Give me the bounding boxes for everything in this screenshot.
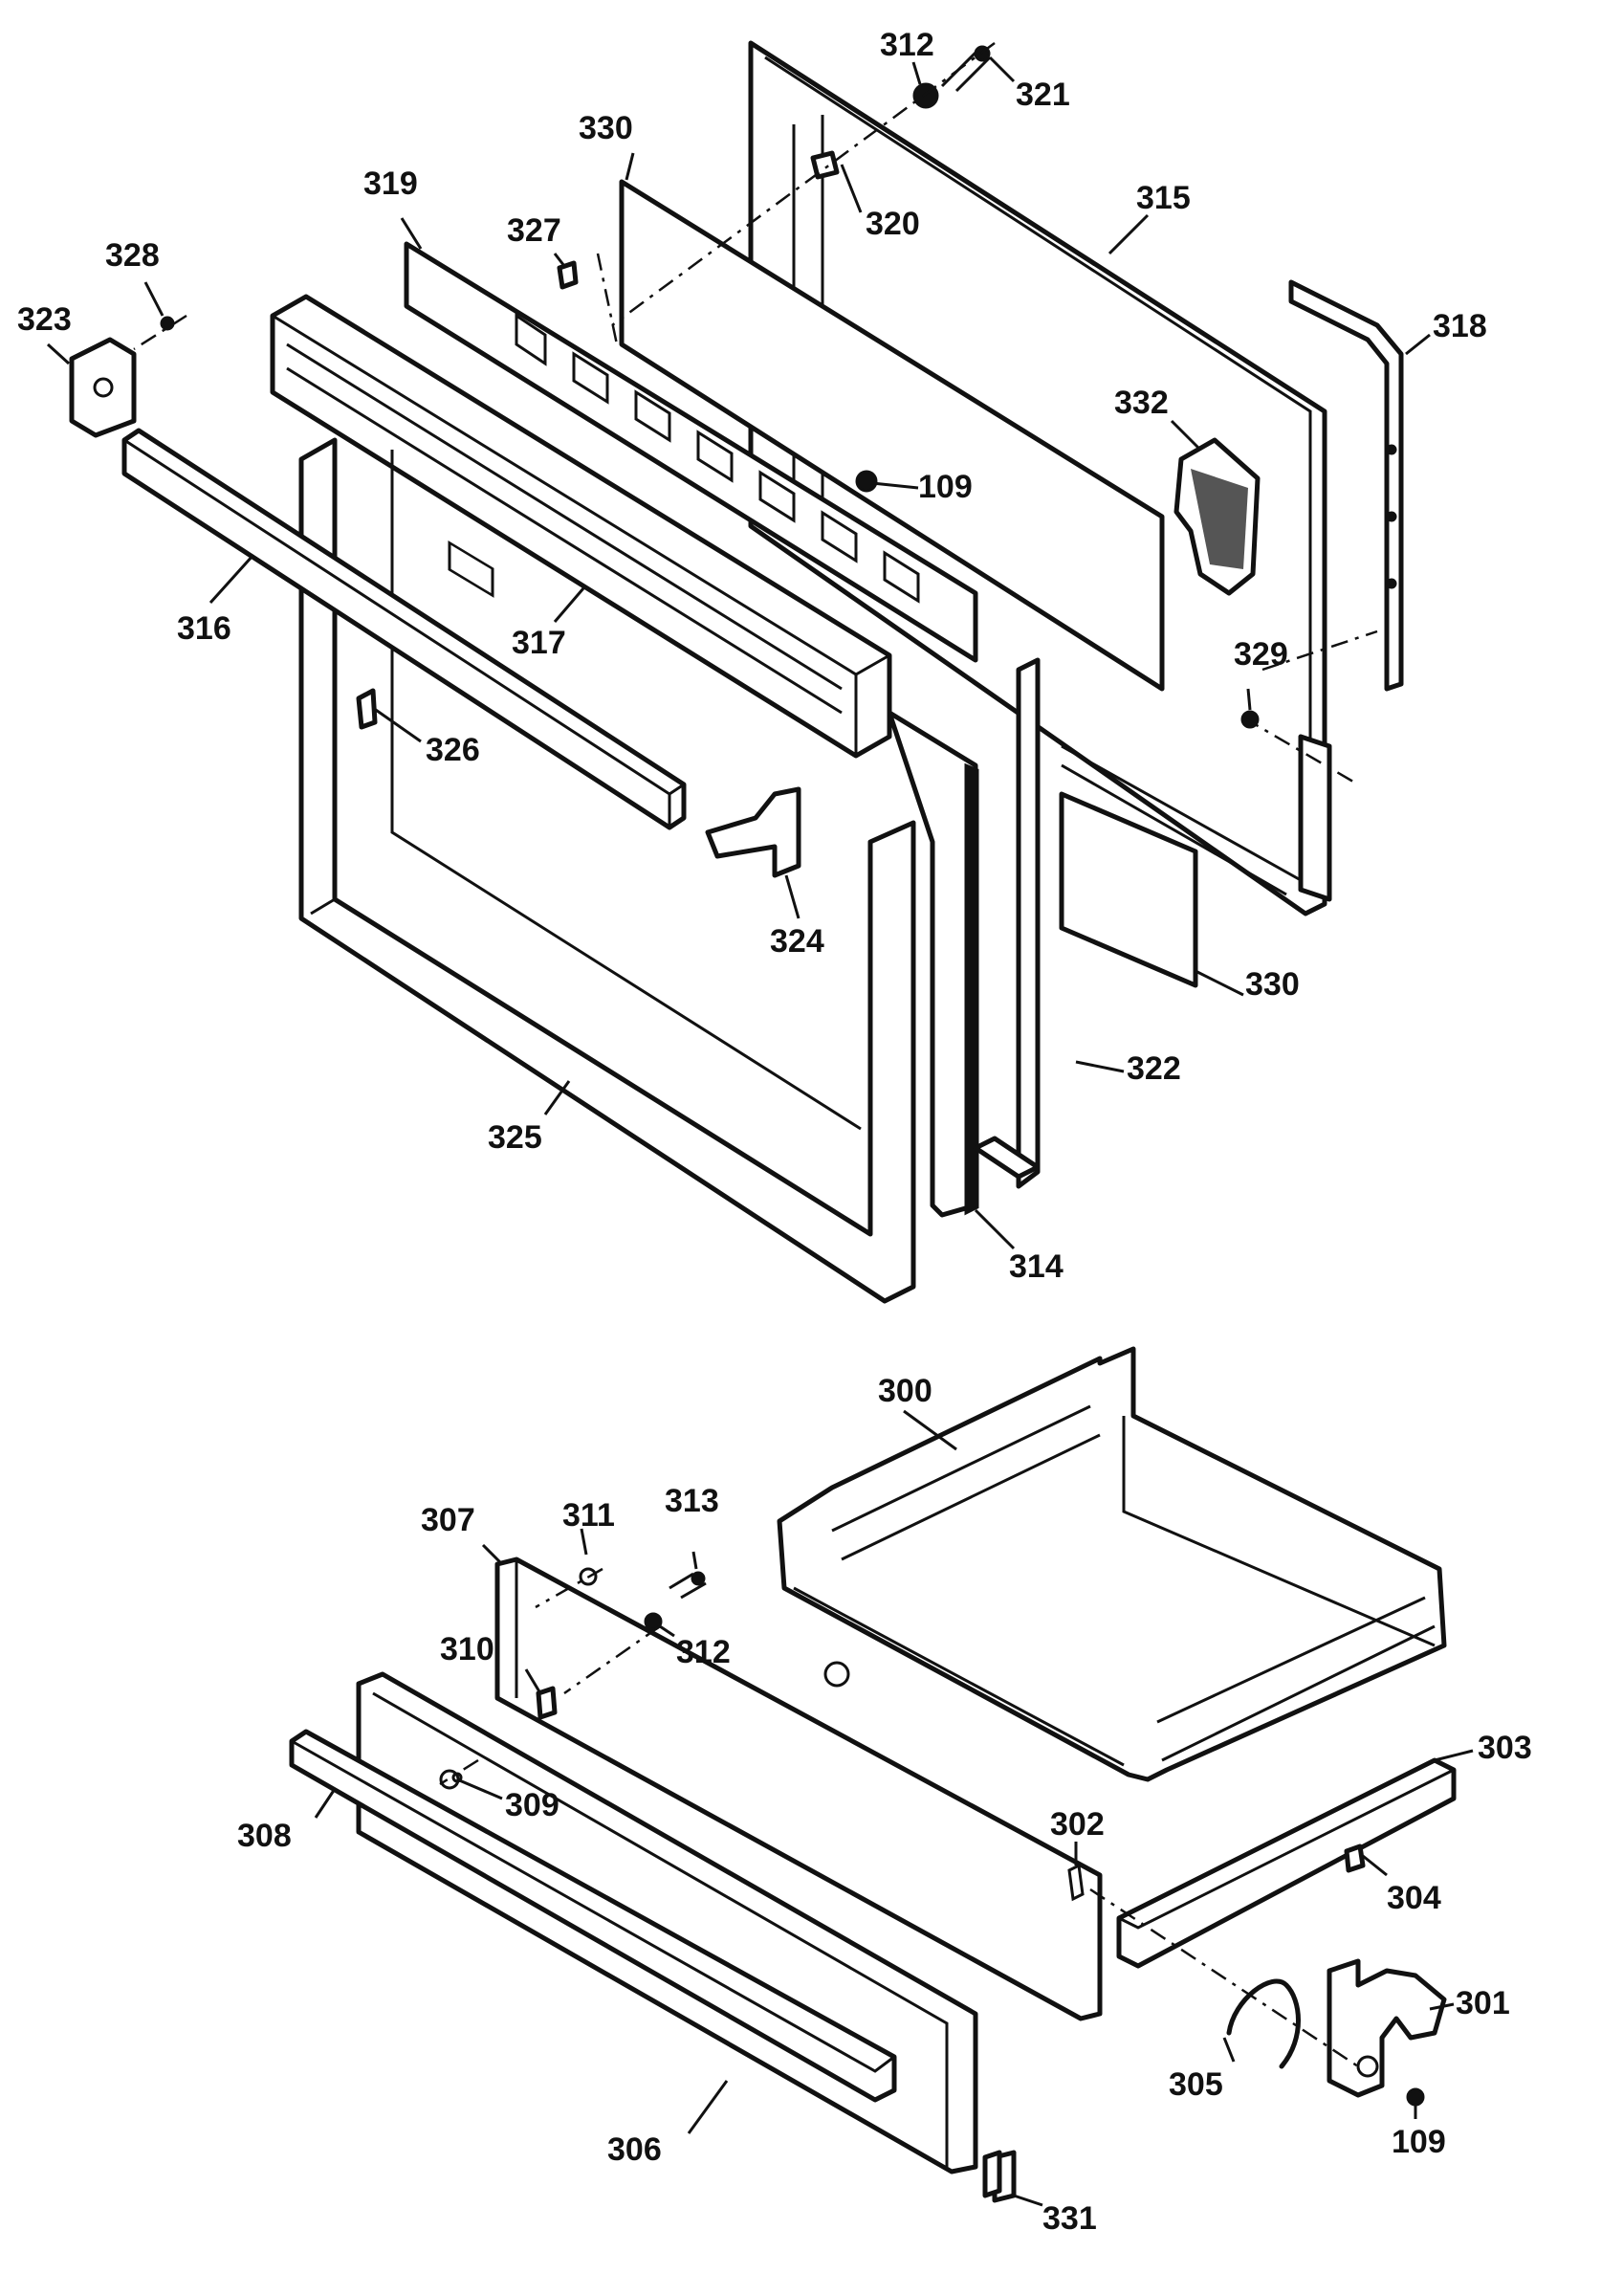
- alignment-lines-upper: [133, 41, 1378, 786]
- door-glass-upper: [619, 179, 1165, 692]
- drawer-slide-rail: [1116, 1757, 1457, 1969]
- callout-309: 309: [505, 1787, 559, 1823]
- vent-trim: [270, 294, 892, 759]
- callout-328: 328: [105, 237, 160, 274]
- callout-329: 329: [1234, 636, 1288, 673]
- callout-312-upper: 312: [880, 27, 934, 63]
- callout-318: 318: [1433, 308, 1487, 344]
- callout-324: 324: [770, 923, 824, 960]
- callout-326: 326: [426, 732, 480, 768]
- callout-304: 304: [1387, 1880, 1441, 1916]
- drawer-handle-bar: [289, 1729, 897, 2103]
- door-glass-lower: [1059, 791, 1198, 988]
- leader-lines: [46, 55, 1474, 2207]
- door-hinge-area: [1061, 734, 1332, 902]
- callout-301: 301: [1456, 1985, 1510, 2021]
- callout-325: 325: [488, 1119, 542, 1156]
- handle-end-cap: [69, 337, 137, 438]
- callout-306: 306: [607, 2131, 662, 2168]
- callout-314: 314: [1009, 1248, 1064, 1285]
- callout-311: 311: [562, 1497, 615, 1534]
- callout-302: 302: [1050, 1806, 1105, 1843]
- drawer-clip: [982, 2150, 1017, 2203]
- callout-312-lower: 312: [676, 1634, 731, 1670]
- callout-308: 308: [237, 1818, 292, 1854]
- callout-330-lower: 330: [1245, 966, 1300, 1003]
- callout-109-lower: 109: [1392, 2124, 1446, 2160]
- callout-332: 332: [1114, 385, 1169, 421]
- small-hardware: [160, 45, 1260, 730]
- callout-305: 305: [1169, 2066, 1223, 2103]
- side-trim-strip: [1288, 279, 1404, 692]
- callout-316: 316: [177, 610, 231, 647]
- callout-315: 315: [1136, 180, 1191, 216]
- callout-303: 303: [1478, 1730, 1532, 1766]
- insulation-block: [1173, 437, 1261, 596]
- door-handle-bar: [121, 428, 687, 830]
- callout-317: 317: [512, 625, 566, 661]
- callout-310: 310: [440, 1631, 494, 1667]
- small-hardware-lower: [439, 1567, 1425, 2107]
- callout-322: 322: [1127, 1050, 1181, 1087]
- drawer-body: [777, 1346, 1447, 1782]
- door-liner-frame: [298, 437, 916, 1304]
- drawer-inner-panel: [494, 1556, 1103, 2021]
- callout-109-upper: 109: [918, 469, 973, 505]
- drawer-arc-spring: [1226, 1978, 1301, 2069]
- callout-319: 319: [363, 166, 418, 202]
- callout-307: 307: [421, 1502, 475, 1538]
- door-glass-inner: [887, 710, 979, 1218]
- callout-300: 300: [878, 1373, 932, 1409]
- callout-327: 327: [507, 212, 561, 249]
- drawer-bracket: [1327, 1958, 1447, 2098]
- callout-330-upper: 330: [579, 110, 633, 146]
- vent-baffle: [404, 241, 978, 663]
- callout-320: 320: [866, 206, 920, 242]
- callout-313: 313: [665, 1483, 719, 1519]
- callout-labels: 312 321 330 319 327 320 315 328 323 318 …: [17, 27, 1532, 2237]
- alignment-lines-lower: [439, 1567, 1359, 2068]
- callout-321: 321: [1016, 77, 1070, 113]
- side-bracket: [973, 657, 1041, 1189]
- glass-support-bracket: [705, 786, 801, 878]
- callout-323: 323: [17, 301, 72, 338]
- callout-331: 331: [1042, 2200, 1097, 2237]
